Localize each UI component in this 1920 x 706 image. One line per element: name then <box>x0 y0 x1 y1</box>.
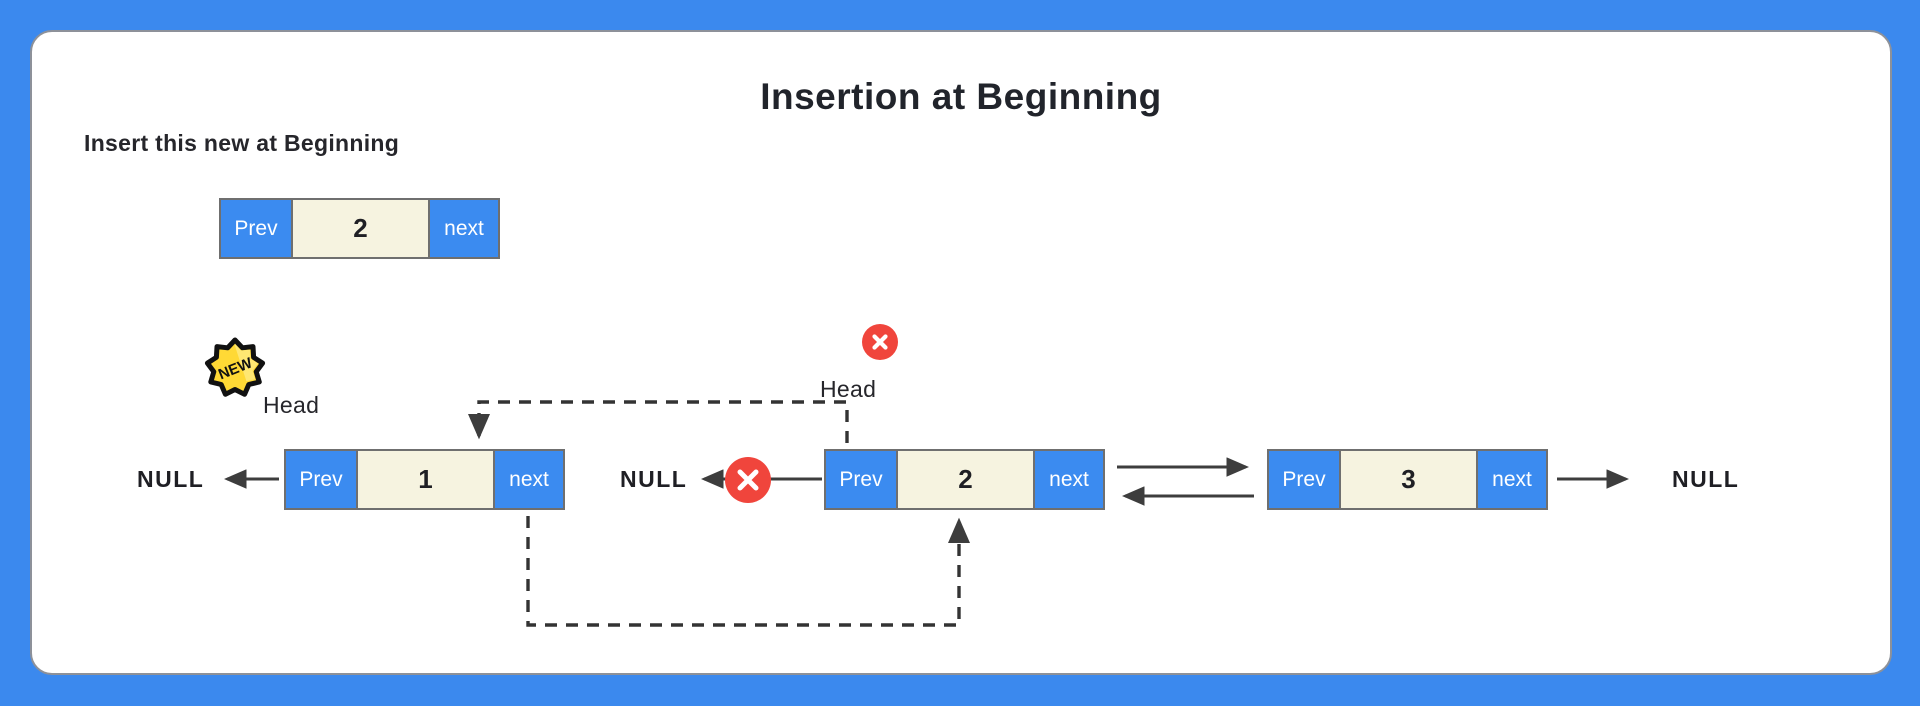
new-node-next-cell: next <box>428 200 498 257</box>
node3-next-cell: next <box>1476 451 1546 508</box>
removed-link-x-icon <box>725 457 771 503</box>
x-icon <box>872 334 888 350</box>
null-label-left: NULL <box>137 466 205 492</box>
old-head-label: Head <box>820 376 877 402</box>
node1-value-cell: 1 <box>356 451 493 508</box>
connector-arrows-layer <box>224 400 1629 627</box>
subtitle-insert-note: Insert this new at Beginning <box>84 130 400 156</box>
dashed-arrow-node1-next-to-node2 <box>526 516 971 627</box>
new-node: Prev 2 next <box>219 198 500 259</box>
old-head-removed-x-icon <box>862 324 898 360</box>
new-node-prev-cell: Prev <box>221 200 291 257</box>
null-label-right: NULL <box>1672 466 1740 492</box>
list-node-3: Prev 3 next <box>1267 449 1548 510</box>
node3-value-cell: 3 <box>1339 451 1476 508</box>
page-title: Insertion at Beginning <box>760 76 1162 117</box>
new-node-value-cell: 2 <box>291 200 428 257</box>
node2-next-cell: next <box>1033 451 1103 508</box>
dashed-arrow-head-to-node1 <box>467 400 849 443</box>
node3-prev-cell: Prev <box>1269 451 1339 508</box>
list-node-2: Prev 2 next <box>824 449 1105 510</box>
node1-next-cell: next <box>493 451 563 508</box>
new-badge-icon: NEW <box>204 337 266 397</box>
diagram-card: Insertion at Beginning Insert this new a… <box>30 30 1892 675</box>
node2-value-cell: 2 <box>896 451 1033 508</box>
node2-prev-cell: Prev <box>826 451 896 508</box>
null-label-middle: NULL <box>620 466 688 492</box>
new-head-label: Head <box>263 392 320 418</box>
list-node-1: Prev 1 next <box>284 449 565 510</box>
node1-prev-cell: Prev <box>286 451 356 508</box>
x-icon <box>737 469 759 491</box>
